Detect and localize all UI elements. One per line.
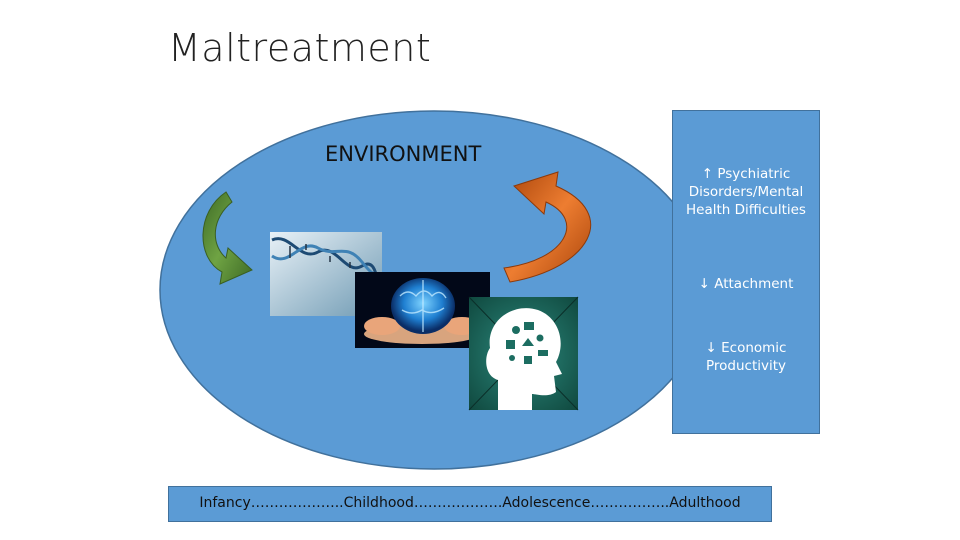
- outcome-economic: ↓ Economic Productivity: [705, 340, 787, 375]
- slide-title: Maltreatment: [168, 26, 432, 70]
- outcome-psychiatric: ↑ Psychiatric Disorders/Mental Health Di…: [686, 166, 806, 219]
- orange-curved-arrow: [503, 171, 591, 283]
- green-curved-arrow: [202, 191, 253, 285]
- developmental-timeline: Infancy………………..Childhood……………….Adolescen…: [168, 486, 772, 522]
- outcomes-panel: ↑ Psychiatric Disorders/Mental Health Di…: [672, 110, 820, 434]
- outcome-attachment: ↓ Attachment: [698, 276, 794, 292]
- brain-in-hands-image: [355, 272, 490, 348]
- child-head-icons-image: [468, 296, 579, 411]
- environment-label: ENVIRONMENT: [325, 142, 482, 166]
